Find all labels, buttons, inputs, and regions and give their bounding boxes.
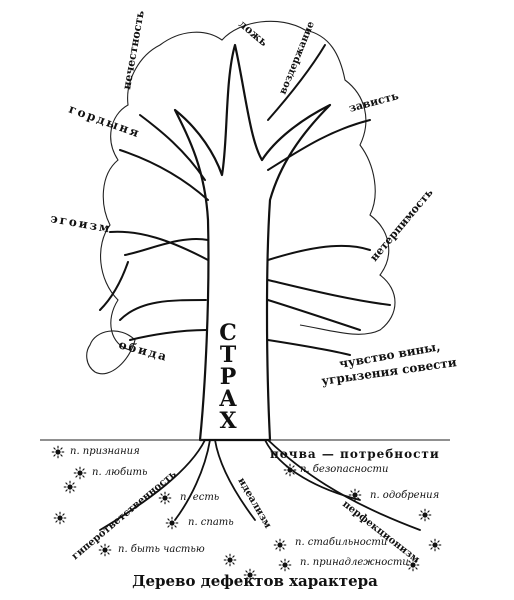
need-to-eat: п. есть (180, 492, 219, 503)
center-label: С Т Р А Х (219, 320, 237, 434)
soil-label: почва — потребности (270, 447, 440, 461)
sun-star-icon (53, 511, 67, 525)
branch-label-pride: гордыня (67, 102, 143, 141)
diagram-caption: Дерево дефектов характера (132, 572, 378, 590)
root-label-perfectionism: перфекционизм (340, 499, 422, 566)
sun-star-icon (273, 538, 287, 552)
need-belonging: п. принадлежности (300, 557, 409, 568)
need-to-belong: п. быть частью (118, 544, 205, 555)
sun-star-icon (158, 491, 172, 505)
sun-star-icon (63, 480, 77, 494)
root-label-idealism: идеализм (235, 476, 273, 531)
tree-roots (99, 439, 421, 531)
need-approval: п. одобрения (370, 490, 439, 501)
sun-star-icon (223, 553, 237, 567)
sun-star-icon (278, 558, 292, 572)
sun-star-icon (406, 558, 420, 572)
center-label-ch1: Т (220, 342, 237, 368)
branch-label-lie: ложь (236, 17, 271, 49)
need-to-sleep: п. спать (188, 517, 234, 528)
branch-label-envy: зависть (347, 89, 400, 115)
tree-trunk (173, 43, 332, 442)
need-recognition: п. признания (70, 446, 140, 457)
tree-crown (86, 20, 396, 375)
center-label-ch4: Х (219, 408, 237, 434)
center-label-ch0: С (219, 320, 237, 346)
sun-star-icon (98, 543, 112, 557)
sun-star-icon (283, 463, 297, 477)
center-label-ch2: Р (220, 364, 237, 390)
need-stability: п. стабильности (295, 537, 387, 548)
branch-label-dishonesty: нечестность (120, 9, 147, 91)
sun-star-icon (428, 538, 442, 552)
need-to-love: п. любить (92, 467, 147, 478)
sun-star-icon (51, 445, 65, 459)
tree-branches (99, 44, 391, 356)
sun-star-icon (243, 568, 257, 582)
center-label-ch3: А (219, 386, 237, 412)
sun-star-icon-group (51, 445, 442, 582)
need-safety: п. безопасности (300, 464, 388, 475)
sun-star-icon (73, 466, 87, 480)
sun-star-icon (348, 488, 362, 502)
sun-star-icon (418, 508, 432, 522)
branch-label-egoism: эгоизм (49, 211, 112, 235)
branch-label-intolerance: нетерпимость (367, 186, 436, 264)
sun-star-icon (165, 516, 179, 530)
